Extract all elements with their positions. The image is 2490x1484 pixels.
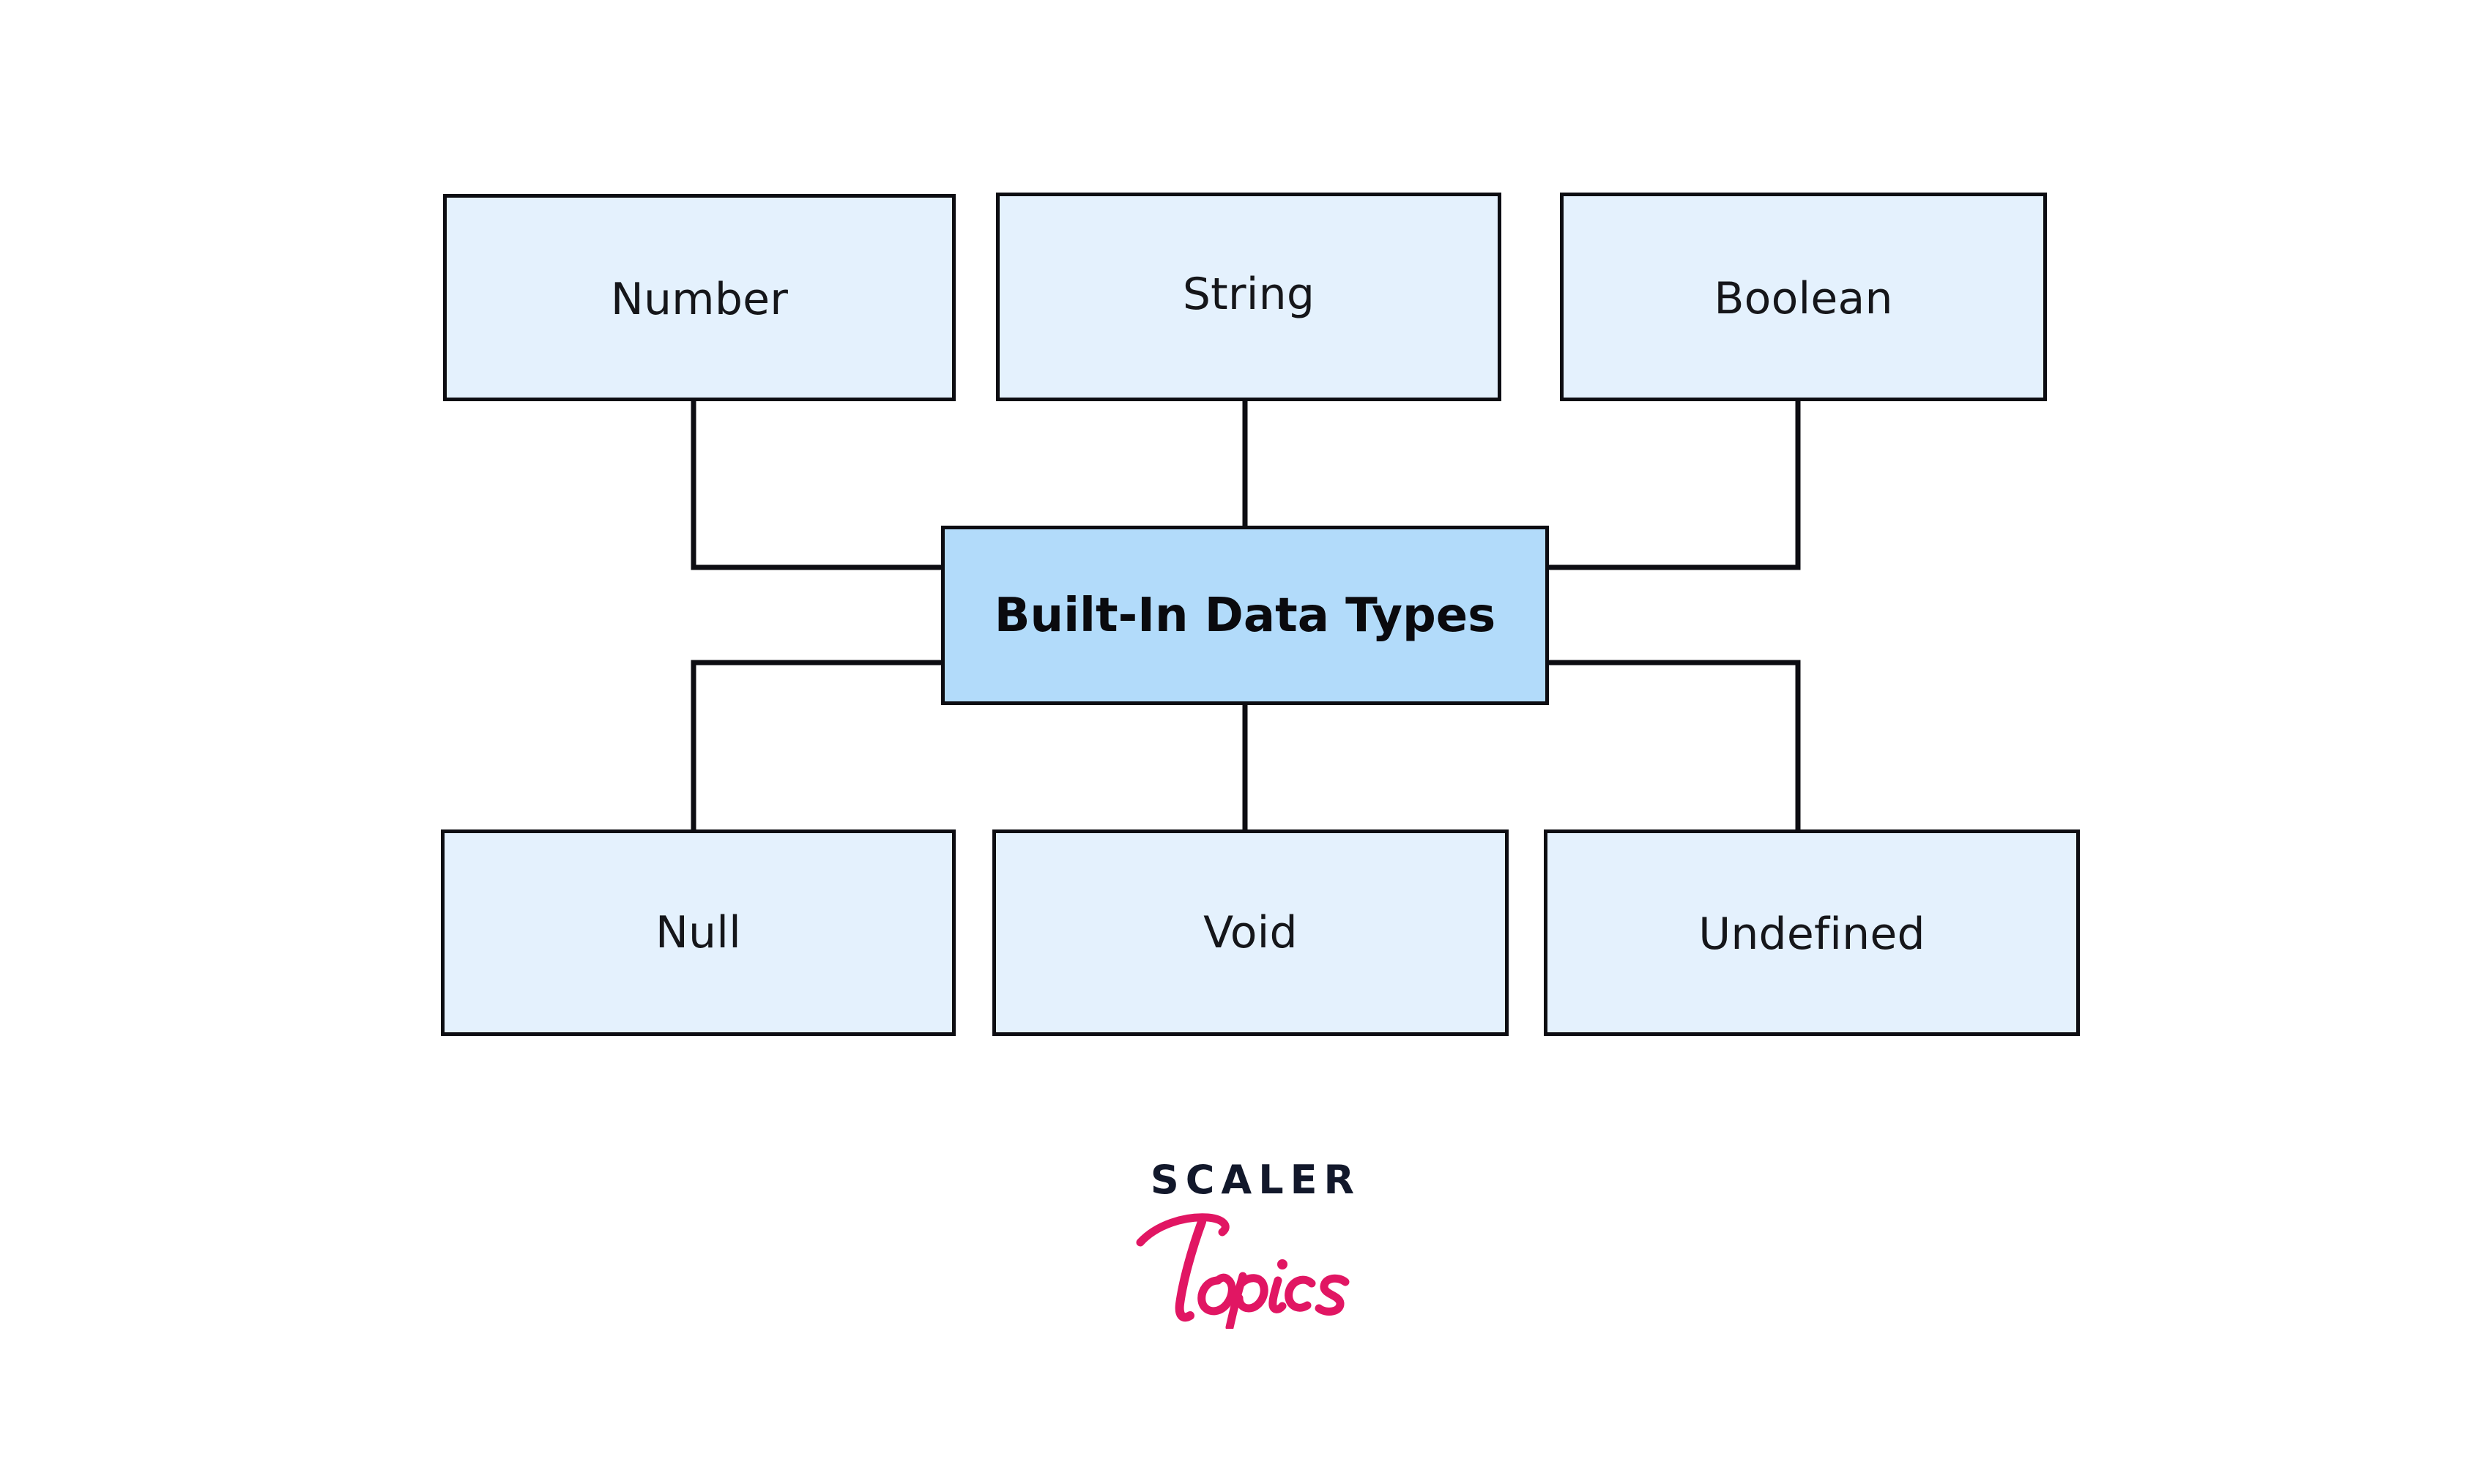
node-undefined-label: Undefined [1698,909,1925,960]
edge-center-to-null [691,660,944,832]
node-undefined[interactable]: Undefined [1544,829,2080,1036]
node-number-label: Number [610,273,789,325]
edge-number-to-center [691,398,944,570]
logo-wordmark: SCALER [1150,1157,1361,1203]
node-null-label: Null [655,907,742,958]
node-null[interactable]: Null [441,829,956,1036]
edge-boolean-to-center [1546,398,1801,570]
node-string[interactable]: String [996,193,1501,401]
edge-center-to-undefined [1546,660,1801,832]
node-boolean-label: Boolean [1714,272,1893,324]
node-void[interactable]: Void [992,829,1509,1036]
logo-script-wrap [1128,1204,1377,1329]
node-boolean[interactable]: Boolean [1560,193,2047,401]
logo-script-topics [1136,1213,1350,1329]
node-number[interactable]: Number [443,194,956,401]
node-built-in-data-types[interactable]: Built-In Data Types [941,526,1549,705]
node-string-label: String [1182,268,1315,320]
scaler-topics-logo: SCALER [1128,1160,1377,1351]
node-center-label: Built-In Data Types [994,588,1496,643]
node-void-label: Void [1203,907,1298,958]
